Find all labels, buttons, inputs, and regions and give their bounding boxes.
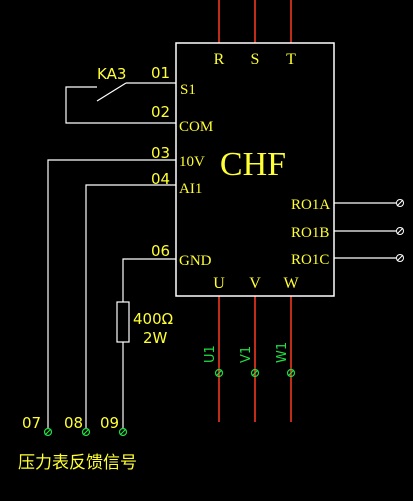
relay-output-ro1b: RO1B	[291, 225, 329, 241]
terminal-label-v: V	[249, 275, 261, 292]
inverter-box	[175, 42, 335, 297]
terminal-label-s1: S1	[180, 82, 196, 98]
relay-name: KA3	[97, 65, 126, 83]
motor-terminal-symbols	[214, 368, 296, 378]
terminal-label-t: T	[286, 51, 296, 68]
terminal-number-02: 02	[151, 103, 170, 121]
power-lines	[218, 0, 292, 422]
wire-gnd	[122, 258, 176, 302]
resistor-value: 400Ω	[133, 310, 173, 328]
terminal-label-s: S	[251, 51, 260, 68]
terminal-number-08: 08	[64, 414, 83, 432]
resistor-symbol	[116, 301, 130, 343]
terminal-number-04: 04	[151, 170, 170, 188]
device-name: CHF	[220, 146, 286, 183]
terminal-number-07: 07	[22, 414, 41, 432]
relay-terminals	[396, 199, 404, 262]
relay-output-ro1a: RO1A	[291, 197, 330, 213]
wire-10v	[47, 159, 176, 428]
terminal-number-06: 06	[151, 242, 170, 260]
terminal-number-01: 01	[151, 64, 170, 82]
bottom-terminal-symbols	[43, 427, 128, 437]
motor-terminal-w1: W1	[275, 342, 290, 363]
terminal-label-r: R	[214, 51, 225, 68]
motor-terminal-u1: U1	[203, 345, 218, 363]
terminal-label-u: U	[213, 275, 225, 292]
ka3-contact	[96, 82, 127, 102]
terminal-label-gnd: GND	[179, 253, 212, 269]
terminal-label-10v: 10V	[179, 154, 205, 170]
resistor-power: 2W	[143, 329, 168, 347]
motor-terminal-v1: V1	[239, 346, 254, 363]
terminal-number-03: 03	[151, 144, 170, 162]
com-wire	[65, 86, 176, 124]
wire-ai1	[85, 184, 176, 428]
terminal-label-w: W	[283, 275, 299, 292]
terminal-label-ai1: AI1	[179, 181, 202, 197]
feedback-caption: 压力表反馈信号	[18, 453, 137, 473]
terminal-number-09: 09	[100, 414, 119, 432]
terminal-label-com: COM	[179, 119, 213, 135]
relay-output-ro1c: RO1C	[291, 252, 329, 268]
control-wiring	[47, 82, 396, 428]
